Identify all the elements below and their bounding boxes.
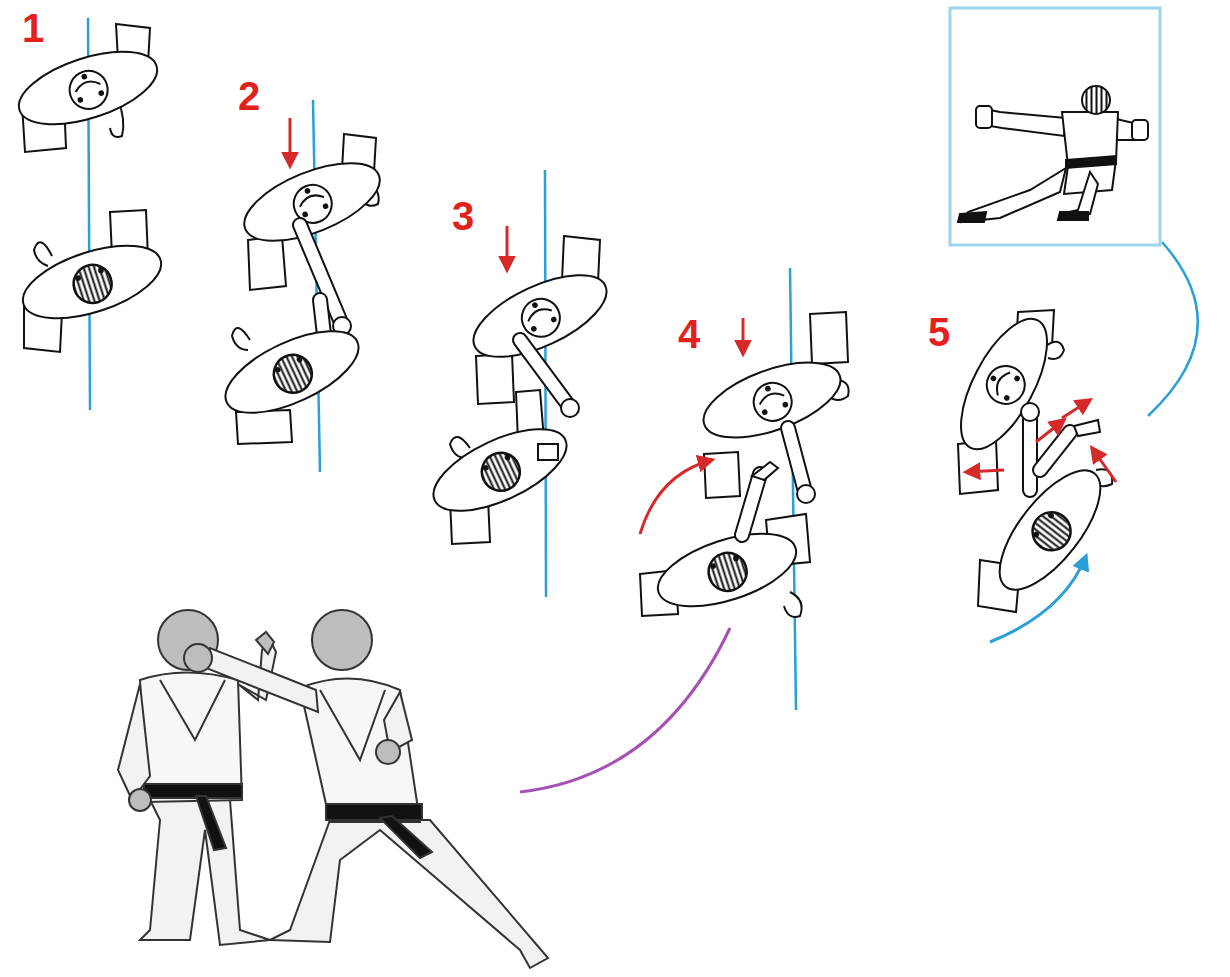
stance-figure: [958, 86, 1148, 222]
top-view-figure-part: [538, 444, 558, 460]
down-arrow-part: [742, 318, 745, 354]
top-view-figure-part: [248, 236, 286, 290]
stance-figure-part: [1066, 156, 1116, 168]
top-view-figure: [640, 312, 850, 621]
karateka-figure-part: [312, 610, 372, 670]
callout-number: 4: [678, 314, 700, 354]
down-arrow-part: [289, 118, 292, 166]
top-view-figure-part: [752, 462, 778, 480]
karateka-figure-part: [144, 784, 242, 798]
karateka-figure-part: [160, 680, 225, 740]
force-arrow-part: [1036, 420, 1064, 442]
stance-figure-part: [1060, 172, 1098, 214]
callout-number: 2: [238, 76, 260, 116]
top-view-figure-part: [784, 592, 802, 617]
force-arrow-part: [1062, 400, 1090, 418]
force-arrow-part: [966, 470, 1004, 472]
karateka-figure-part: [196, 796, 226, 850]
center-line-part: [790, 268, 796, 710]
top-view-figure-part: [422, 412, 578, 527]
inset-frame: [950, 8, 1160, 245]
top-view-figure-part: [214, 314, 370, 429]
top-view-figure-part: [1074, 420, 1100, 436]
karateka-figure-part: [300, 678, 420, 822]
top-view-figure-part: [10, 37, 165, 139]
stance-figure-part: [976, 106, 992, 128]
top-view-figure-part: [944, 306, 1065, 461]
top-view-figure-part: [1040, 432, 1070, 470]
top-view-figure-part: [742, 474, 760, 535]
down-arrow-part: [506, 226, 509, 270]
top-view-figure-part: [236, 410, 292, 444]
top-view-figure-part: [788, 428, 804, 488]
callout-number: 1: [22, 8, 44, 48]
top-view-figure: [10, 24, 169, 352]
rotation-arrow: [640, 460, 712, 534]
top-view-figure-part: [14, 231, 169, 333]
karateka-figure-part: [140, 673, 242, 803]
top-view-figure-part: [788, 428, 804, 488]
karateka-figure: [118, 610, 548, 968]
karateka-figure-part: [380, 816, 432, 858]
force-arrow-part: [1092, 448, 1116, 482]
callout-number: 3: [452, 196, 474, 236]
karateka-figure-part: [326, 804, 422, 820]
top-view-figure: [422, 236, 618, 544]
karateka-figure-part: [206, 648, 318, 712]
top-view-figure-part: [649, 519, 804, 621]
stance-figure-part: [958, 212, 986, 222]
rotation-arrow: [990, 556, 1086, 642]
top-view-figure-part: [232, 328, 250, 350]
leader-curve: [1148, 242, 1198, 416]
force-arrow: [966, 400, 1116, 482]
top-view-figure-part: [742, 474, 760, 535]
karateka-figure-part: [376, 740, 400, 764]
top-view-figure: [214, 134, 390, 444]
stance-figure-part: [990, 110, 1066, 136]
top-view-figure-part: [982, 455, 1118, 605]
karateka-figure-part: [118, 684, 150, 800]
top-view-figure-part: [561, 399, 579, 417]
top-view-figure-part: [476, 354, 514, 404]
top-view-figure-part: [1046, 342, 1064, 359]
top-view-figure: [944, 306, 1118, 612]
karateka-figure-part: [129, 789, 151, 811]
karateka-figure-part: [184, 644, 212, 672]
leader-curve: [520, 628, 730, 792]
karateka-figure-part: [256, 632, 274, 654]
top-view-figure-part: [694, 347, 850, 453]
top-view-figure-part: [34, 242, 52, 266]
stance-figure-part: [1058, 212, 1088, 220]
top-view-figure-part: [797, 485, 815, 503]
top-view-figure-part: [704, 452, 740, 498]
top-view-figure-part: [1040, 432, 1070, 470]
top-view-figure-part: [1021, 403, 1039, 421]
top-view-figure-part: [1024, 420, 1036, 490]
stance-figure-part: [1082, 86, 1110, 114]
callout-number: 5: [928, 312, 950, 352]
top-view-figure-part: [1022, 420, 1038, 490]
stance-figure-part: [1132, 120, 1148, 140]
top-view-figure-part: [810, 312, 848, 364]
